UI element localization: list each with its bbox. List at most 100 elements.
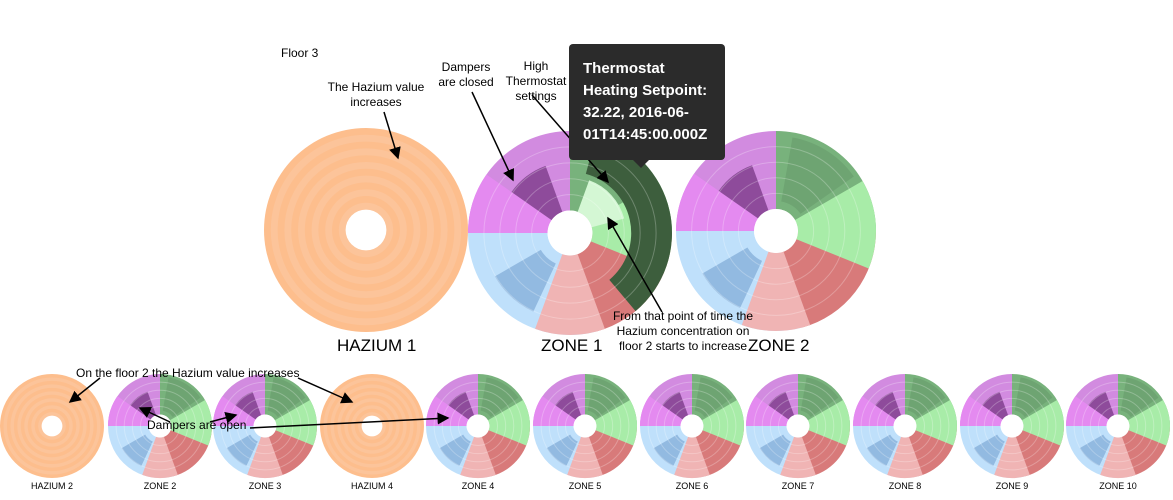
ring-line: [663, 397, 721, 455]
chart-label-hazium-1: HAZIUM 1: [337, 336, 417, 355]
sector-purple-dark-13[interactable]: [1088, 391, 1115, 420]
sector-purple-light-13[interactable]: [1066, 396, 1109, 426]
chart-label-small-7: ZONE 7: [781, 481, 815, 491]
sector-purple-dark-10[interactable]: [768, 391, 795, 420]
sector-purple-light-12[interactable]: [960, 396, 1003, 426]
sector-purple-light-1[interactable]: [468, 174, 552, 233]
sector-green-light-9[interactable]: [701, 400, 744, 446]
sector-pink-light-4[interactable]: [142, 436, 178, 478]
center-hole: [786, 414, 810, 438]
arrow-floor2-right: [297, 377, 354, 404]
chart-label-small-9: ZONE 9: [995, 481, 1029, 491]
sector-green-inner-9[interactable]: [694, 377, 733, 418]
sector-green-light-8[interactable]: [594, 400, 637, 446]
ring-line: [556, 397, 614, 455]
ring-line: [753, 381, 843, 471]
sector-purple-light-4[interactable]: [108, 396, 151, 426]
sector-green-light-10[interactable]: [807, 400, 851, 446]
sector-green-light-11[interactable]: [914, 400, 958, 446]
sector-pink-light-7[interactable]: [460, 436, 496, 479]
sector-green-inner-5[interactable]: [267, 377, 306, 418]
ring-line: [139, 405, 181, 447]
arrow-floor2-left: [68, 377, 101, 403]
ring-line: [540, 381, 630, 471]
ring-line: [876, 397, 934, 455]
ring-line: [441, 389, 515, 463]
sector-pink-light-11[interactable]: [887, 436, 923, 478]
chart-label-small-3: HAZIUM 4: [350, 481, 393, 491]
sector-purple-dark-5[interactable]: [235, 391, 262, 420]
sector-pink-light-1[interactable]: [535, 254, 605, 335]
sector-blue-mid-11[interactable]: [866, 434, 898, 467]
sector-pink-light-8[interactable]: [567, 436, 603, 479]
sector-green-inner-11[interactable]: [907, 377, 946, 418]
sector-green-light-2[interactable]: [795, 181, 877, 269]
ring-line: [983, 397, 1041, 455]
ring-line: [884, 405, 926, 447]
chart-label-small-5: ZONE 5: [568, 481, 602, 491]
arrow-from-that-point: [607, 216, 663, 313]
sector-pink-light-13[interactable]: [1100, 436, 1136, 478]
sector-pink-light-2[interactable]: [741, 251, 811, 331]
ring-line: [1097, 405, 1139, 447]
ring-line: [769, 397, 827, 455]
sector-purple-light-10[interactable]: [746, 396, 789, 426]
sector-blue-mid-10[interactable]: [759, 434, 791, 467]
sector-green-inner-10[interactable]: [800, 377, 839, 418]
sector-blue-mid-1[interactable]: [494, 249, 556, 312]
sector-purple-dark-2[interactable]: [718, 165, 769, 219]
sector-blue-mid-5[interactable]: [226, 434, 258, 467]
sector-green-light-7[interactable]: [487, 400, 530, 446]
sector-green-pale-1[interactable]: [577, 180, 625, 228]
sector-pink-light-5[interactable]: [247, 436, 283, 478]
sector-purple-light-2[interactable]: [676, 173, 758, 231]
sector-green-light-13[interactable]: [1127, 400, 1170, 446]
sector-pink-light-10[interactable]: [780, 436, 816, 478]
sector-green-inner-12[interactable]: [1014, 377, 1053, 418]
sector-purple-dark-9[interactable]: [662, 391, 689, 420]
sector-green-light-12[interactable]: [1021, 400, 1064, 446]
ring-line: [868, 389, 942, 463]
sector-pink-light-9[interactable]: [674, 436, 710, 478]
sector-blue-mid-8[interactable]: [546, 434, 578, 467]
annotation-dampers-open: Dampers are open: [147, 418, 247, 432]
ring-line: [1073, 381, 1163, 471]
chart-label-zone-2: ZONE 2: [748, 336, 810, 355]
sector-pink-light-12[interactable]: [994, 436, 1030, 479]
annotation-floor2-increase: On the floor 2 the Hazium value increase…: [76, 366, 300, 380]
arrow-dampers-3: [249, 412, 450, 429]
sector-green-inner-2[interactable]: [781, 137, 854, 214]
sector-green-light-5[interactable]: [274, 400, 318, 446]
sector-blue-mid-13[interactable]: [1079, 434, 1111, 467]
sector-green-inner-4[interactable]: [162, 377, 201, 418]
center-hole: [41, 415, 63, 437]
sector-purple-light-11[interactable]: [853, 396, 896, 426]
center-hole: [754, 209, 798, 253]
ring-line: [220, 381, 310, 471]
sector-purple-dark-11[interactable]: [875, 391, 902, 420]
sector-purple-dark-7[interactable]: [448, 391, 475, 420]
sector-green-light-4[interactable]: [169, 400, 213, 446]
sector-green-inner-8[interactable]: [587, 377, 626, 418]
sector-purple-light-8[interactable]: [533, 396, 576, 426]
sector-blue-mid-12[interactable]: [973, 434, 1005, 467]
sector-purple-light-9[interactable]: [640, 396, 683, 426]
ring-line: [655, 389, 729, 463]
sector-green-inner-7[interactable]: [480, 377, 519, 418]
ring-line: [737, 192, 815, 270]
sector-green-inner-13[interactable]: [1120, 377, 1159, 418]
sector-purple-dark-8[interactable]: [555, 391, 582, 420]
sector-blue-mid-9[interactable]: [653, 434, 685, 467]
ring-line: [457, 405, 499, 447]
ring-line: [671, 405, 713, 447]
sector-purple-dark-1[interactable]: [511, 165, 563, 221]
sector-blue-mid-7[interactable]: [439, 434, 471, 467]
sector-purple-dark-12[interactable]: [982, 391, 1009, 420]
ring-line: [860, 381, 950, 471]
sector-blue-mid-4[interactable]: [121, 434, 153, 467]
sector-blue-mid-2[interactable]: [702, 247, 763, 309]
ring-line: [706, 161, 846, 301]
